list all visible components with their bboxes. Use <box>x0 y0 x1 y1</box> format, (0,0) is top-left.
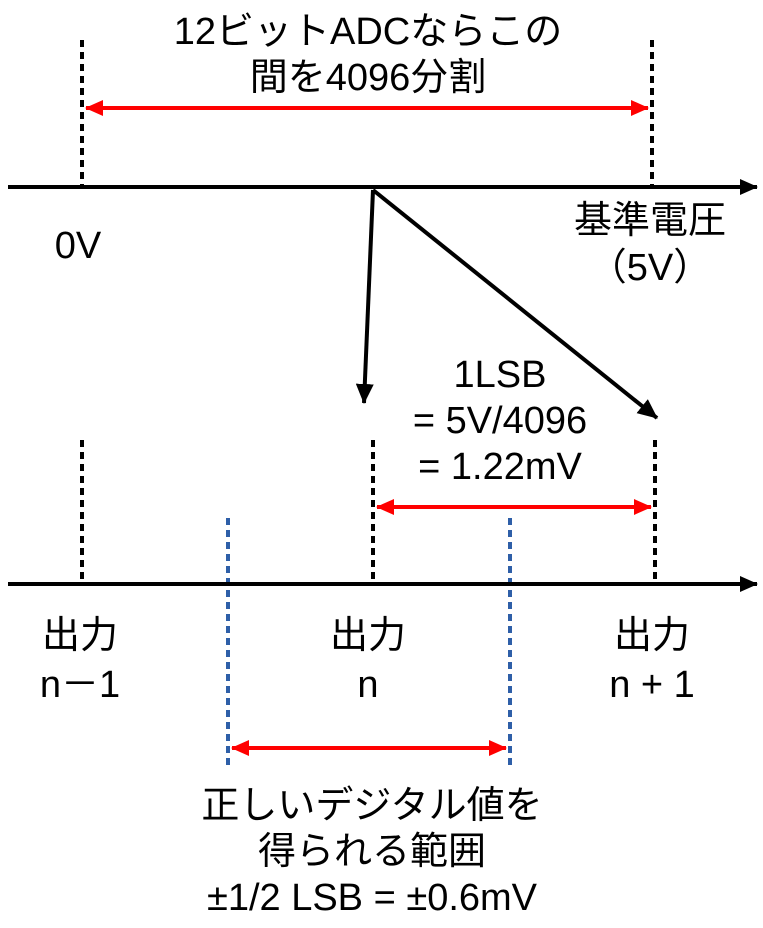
reference-voltage-label: 基準電圧 <box>574 200 726 242</box>
zoom-arrow-left <box>355 189 375 404</box>
zero-volt-label: 0V <box>55 225 102 267</box>
bottom-label-line2: 得られる範囲 <box>258 831 486 873</box>
zoom-arrow-right <box>371 188 659 420</box>
top-label-line1: 12ビットADCならこの <box>174 11 563 53</box>
output-n-minus-1-value: n－1 <box>40 664 120 706</box>
bottom-label-line3: ±1/2 LSB = ±0.6mV <box>207 877 538 919</box>
bottom-label-line1: 正しいデジタル値を <box>201 785 542 827</box>
lsb-label-line3: = 1.22mV <box>418 446 582 488</box>
lsb-label-line1: 1LSB <box>454 354 547 396</box>
output-n-value: n <box>357 664 378 706</box>
reference-voltage-value: （5V） <box>589 247 711 289</box>
top-label-line2: 間を4096分割 <box>250 57 487 99</box>
lsb-label-line2: = 5V/4096 <box>413 400 587 442</box>
output-n-title: 出力 <box>330 615 406 657</box>
output-n-plus-1-value: n + 1 <box>609 664 695 706</box>
output-n-minus-1-title: 出力 <box>42 615 118 657</box>
output-n-plus-1-title: 出力 <box>614 615 690 657</box>
